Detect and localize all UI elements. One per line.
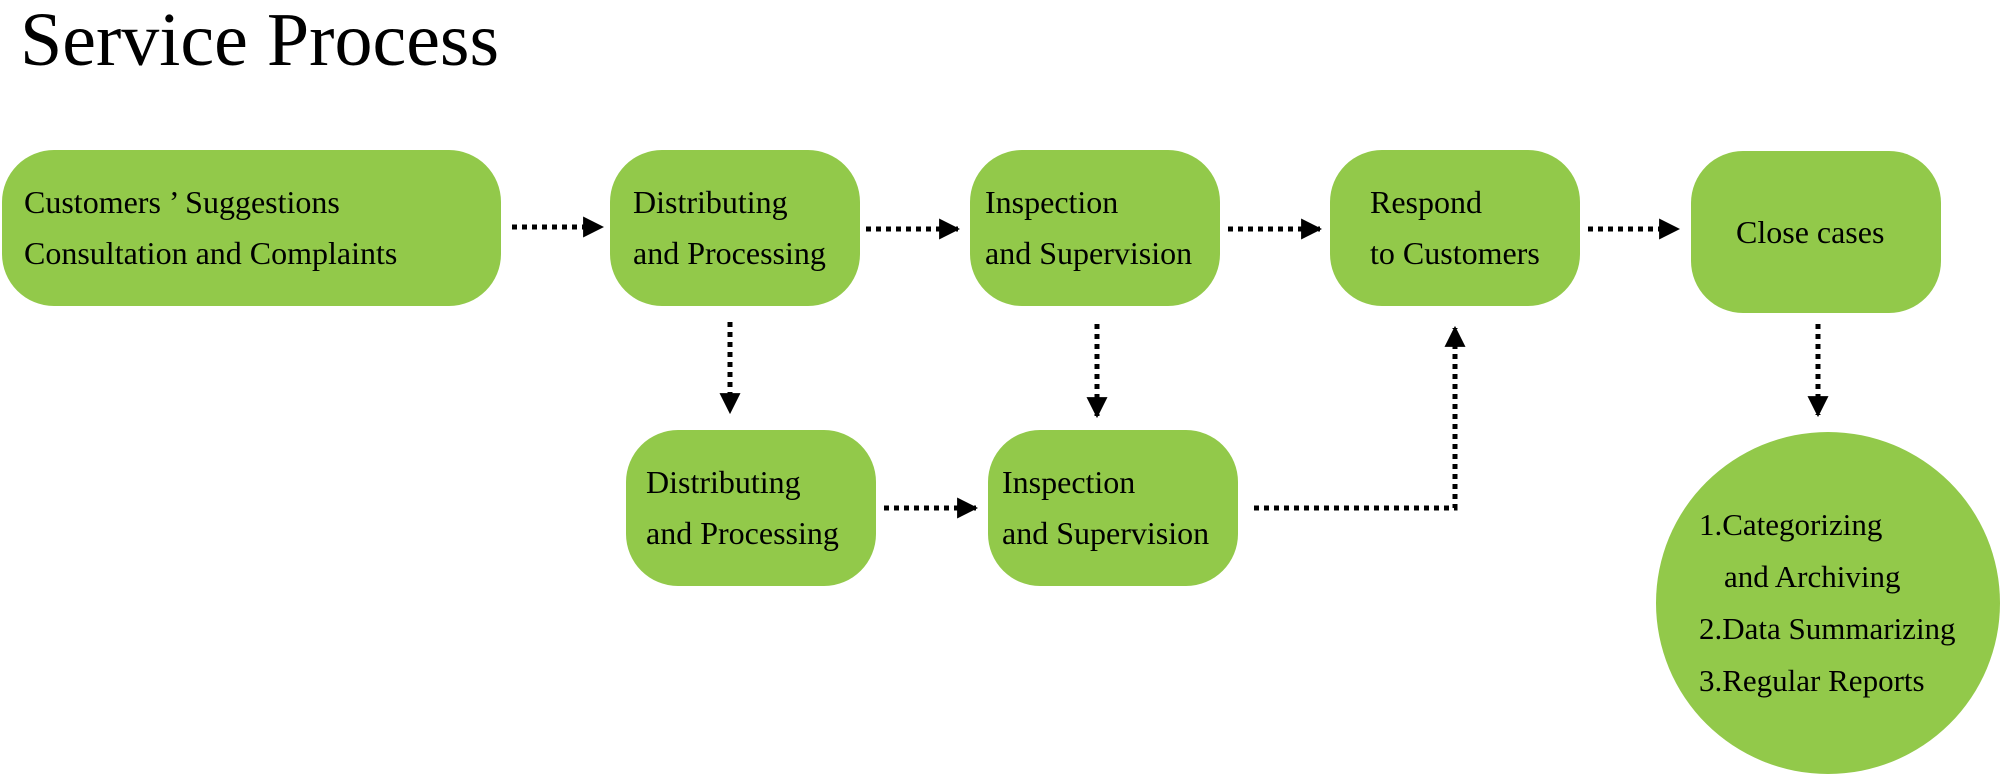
inspection-supervision-node: Inspection and Supervision [970, 150, 1220, 306]
close-cases-node: Close cases [1691, 151, 1941, 313]
archiving-reports-node: 1.Categorizing and Archiving 2.Data Summ… [1656, 432, 2000, 774]
node-label-line: and Archiving [1724, 558, 1901, 594]
respond-to-customers-node: Respond to Customers [1330, 150, 1580, 306]
node-label-line: 2.Data Summarizing [1699, 611, 1956, 646]
distributing-processing-node: Distributing and Processing [610, 150, 860, 306]
page-title: Service Process [20, 0, 500, 82]
node-label-line: to Customers [1370, 235, 1540, 271]
node-label-line: Consultation and Complaints [24, 235, 398, 271]
node-label-line: and Processing [633, 235, 826, 271]
node-label-line: 1.Categorizing [1699, 506, 1883, 542]
node-label-line: Inspection [1002, 464, 1136, 501]
node-label-line: Inspection [985, 184, 1119, 221]
node-label-line: Respond [1370, 184, 1482, 221]
node-label-line: Distributing [633, 184, 788, 221]
customers-suggestions-node: Customers ’ Suggestions Consultation and… [2, 150, 501, 306]
node-label-line: Close cases [1736, 213, 1885, 250]
node-label-line: Customers ’ Suggestions [24, 184, 340, 221]
distributing-processing-node-secondary: Distributing and Processing [626, 430, 876, 586]
inspection-supervision-node-secondary: Inspection and Supervision [988, 430, 1238, 586]
node-label-line: Distributing [646, 464, 801, 501]
arrow-inspection-bottom-to-respond [1254, 325, 1466, 511]
node-label-line: 3.Regular Reports [1699, 663, 1925, 699]
node-label-line: and Processing [646, 515, 839, 551]
node-label-line: and Supervision [985, 235, 1193, 271]
node-label-line: and Supervision [1002, 515, 1210, 551]
